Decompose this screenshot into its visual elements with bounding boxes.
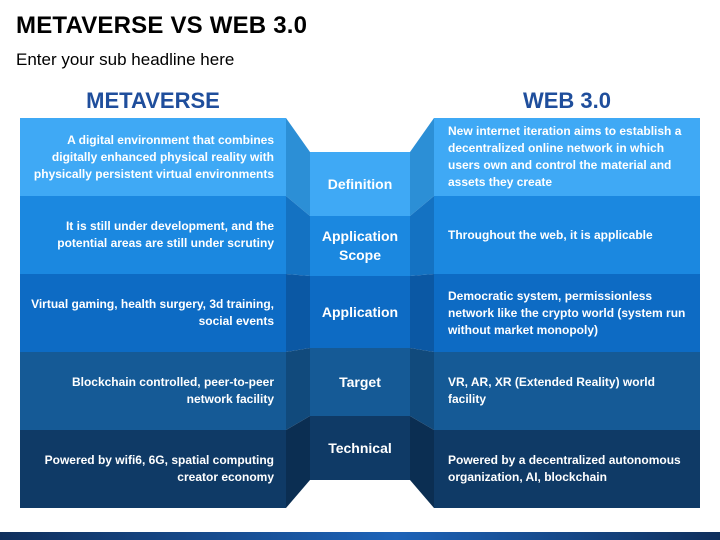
metaverse-block-3 — [20, 352, 286, 430]
web3-cell-text: Powered by a decentralized autonomous or… — [448, 453, 681, 484]
web3-block-0 — [434, 118, 700, 196]
metaverse-block-1 — [20, 196, 286, 274]
metaverse-block-0 — [20, 118, 286, 196]
web3-block-2 — [434, 274, 700, 352]
web3-block-4 — [434, 430, 700, 508]
left-fold-0 — [286, 118, 310, 216]
middle-strip-3 — [310, 348, 410, 416]
left-fold-2 — [286, 274, 310, 352]
metaverse-cell-text: It is still under development, and the p… — [57, 219, 274, 250]
web3-cell-text: New internet iteration aims to establish… — [448, 124, 682, 189]
right-fold-1 — [410, 196, 434, 276]
middle-strip-1 — [310, 216, 410, 276]
bottom-accent-bar — [0, 532, 720, 540]
left-fold-4 — [286, 416, 310, 508]
right-fold-0 — [410, 118, 434, 216]
metaverse-cell-text: Blockchain controlled, peer-to-peer netw… — [71, 375, 274, 406]
criteria-label: Definition — [327, 175, 393, 192]
criteria-label: Application Scope — [321, 228, 399, 263]
right-fold-4 — [410, 416, 434, 508]
left-fold-3 — [286, 348, 310, 430]
metaverse-block-4 — [20, 430, 286, 508]
page-subtitle: Enter your sub headline here — [16, 50, 235, 69]
metaverse-block-2 — [20, 274, 286, 352]
web3-cell-text: VR, AR, XR (Extended Reality) world faci… — [448, 375, 655, 406]
metaverse-cell-text: A digital environment that combines digi… — [33, 132, 274, 181]
metaverse-cell-text: Powered by wifi6, 6G, spatial computing … — [44, 453, 274, 484]
web3-block-1 — [434, 196, 700, 274]
criteria-label: Technical — [328, 439, 392, 456]
left-fold-1 — [286, 196, 310, 276]
page-title: METAVERSE VS WEB 3.0 — [16, 12, 308, 39]
middle-strip-2 — [310, 276, 410, 348]
right-fold-3 — [410, 348, 434, 430]
middle-strip-0 — [310, 152, 410, 216]
criteria-label: Application — [321, 303, 399, 320]
metaverse-cell-text: Virtual gaming, health surgery, 3d train… — [31, 297, 274, 328]
web3-cell-text: Democratic system, permissionless networ… — [448, 288, 686, 337]
web3-column-title: WEB 3.0 — [522, 88, 612, 113]
web3-cell-text: Throughout the web, it is applicable — [448, 227, 653, 242]
middle-strip-4 — [310, 416, 410, 480]
criteria-label: Target — [339, 373, 381, 390]
web3-block-3 — [434, 352, 700, 430]
right-fold-2 — [410, 274, 434, 352]
metaverse-column-title: METAVERSE — [86, 88, 220, 113]
